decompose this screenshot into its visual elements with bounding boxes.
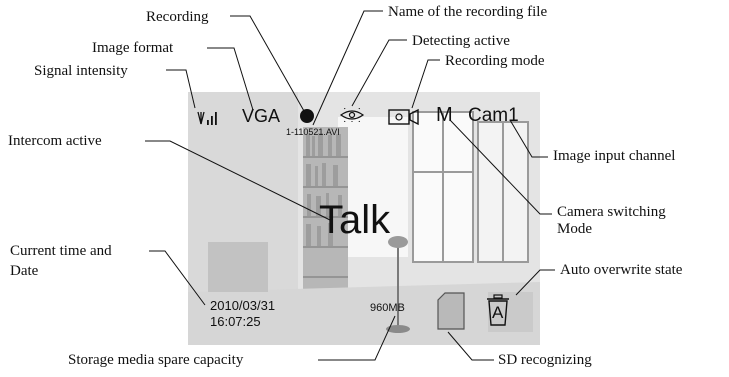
signal-label: Signal intensity [34, 63, 128, 79]
eye-icon [339, 106, 365, 124]
file-name-text: 1-110521.AVI [286, 127, 340, 137]
signal-bars-icon [197, 110, 219, 126]
record-dot-icon [300, 109, 314, 123]
image-format-label: Image format [92, 40, 174, 56]
detecting-label: Detecting active [412, 33, 510, 49]
storage-label: Storage media spare capacity [68, 352, 244, 368]
sd-label: SD recognizing [498, 352, 592, 368]
recording-label: Recording [146, 9, 209, 25]
time-label-1: Current time and [10, 243, 112, 259]
recording-mode-label: Recording mode [445, 53, 545, 69]
capacity-text: 960MB [370, 302, 405, 314]
time-label-2: Date [10, 263, 39, 279]
camera-switch-label-1: Camera switching [557, 204, 666, 220]
overwrite-label: Auto overwrite state [560, 262, 683, 278]
camera-mode-text: M [436, 104, 453, 126]
time-text: 16:07:25 [210, 314, 261, 329]
overwrite-letter: A [492, 303, 504, 322]
intercom-label: Intercom active [8, 133, 102, 149]
video-camera-icon [388, 108, 420, 126]
camera-switch-label-2: Mode [557, 221, 592, 237]
trash-can-icon: A [486, 294, 510, 326]
camera-screen: VGA 1-110521.AVI M Cam1 Talk 2010/03/31 … [188, 92, 540, 345]
talk-text: Talk [319, 198, 391, 242]
input-channel-text: Cam1 [468, 105, 519, 126]
date-text: 2010/03/31 [210, 298, 276, 313]
sd-card-icon [437, 292, 465, 330]
image-format-text: VGA [242, 106, 281, 126]
input-channel-label: Image input channel [553, 148, 676, 164]
file-name-label: Name of the recording file [388, 4, 548, 20]
